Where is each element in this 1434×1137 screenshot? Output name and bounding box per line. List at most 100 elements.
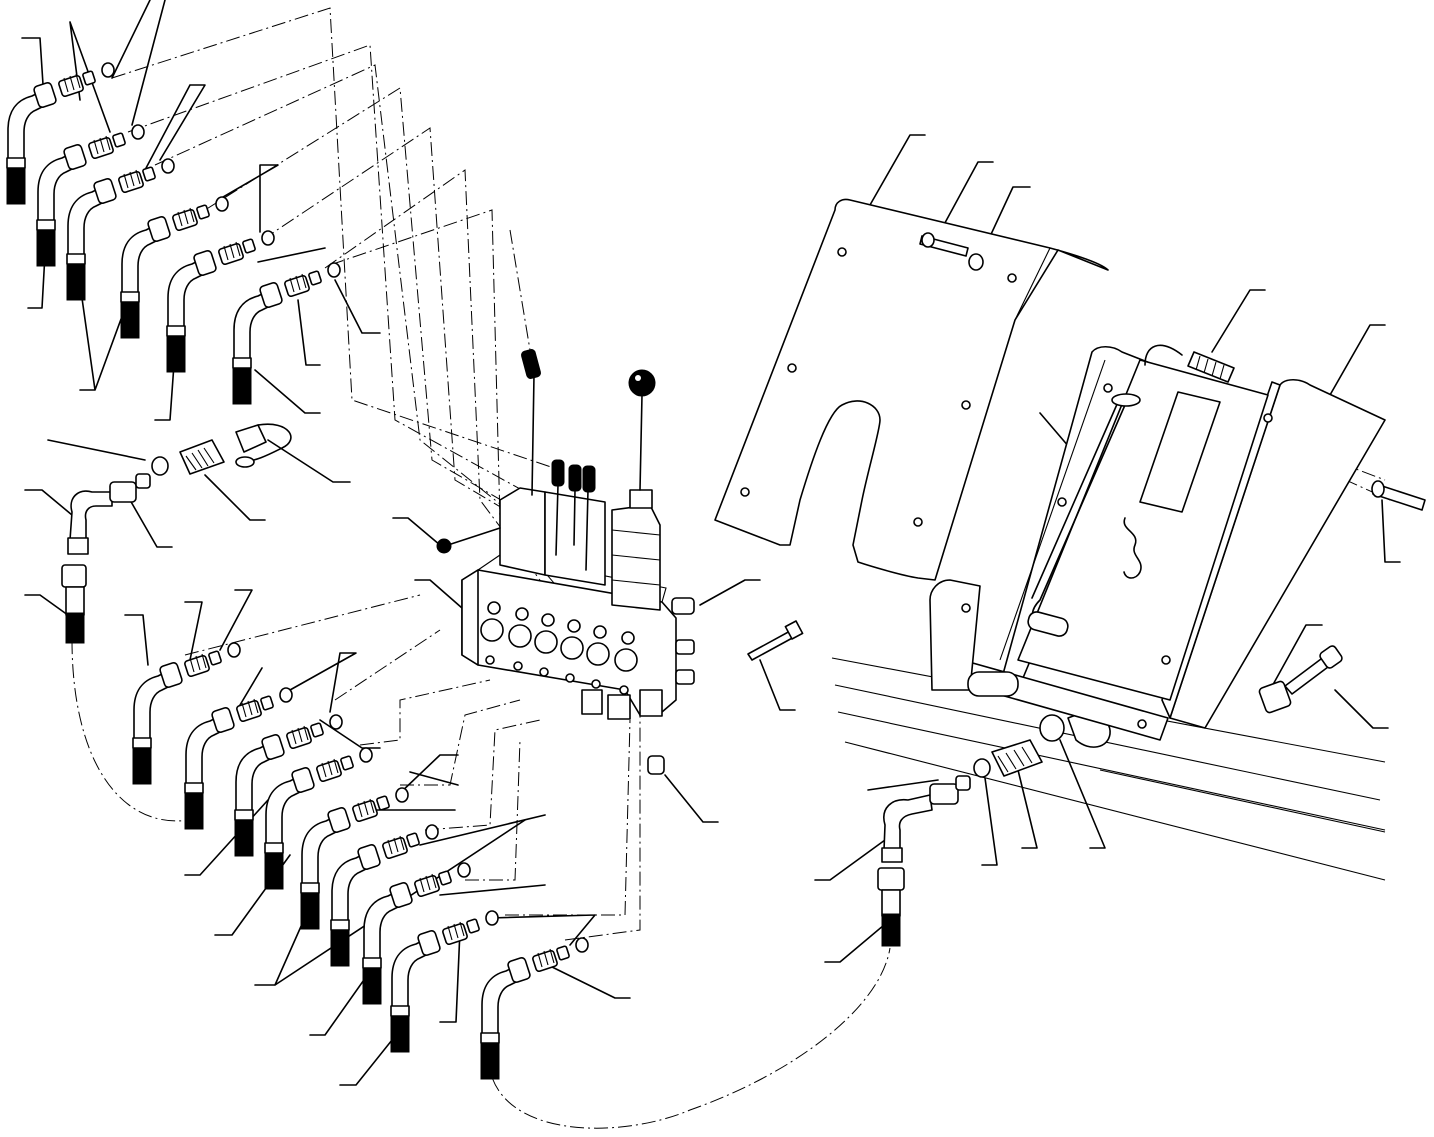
cover-plate [714,198,1109,581]
leader-line [547,964,631,999]
o-ring [359,747,373,763]
valve-section [614,631,638,695]
leader-line [664,774,719,823]
cap-plug [235,456,255,468]
spacer-nut [1258,680,1292,714]
hose-end [234,819,254,857]
hose-ferrule [300,882,320,894]
bolt-head [921,232,935,248]
port-boss [487,601,501,615]
elbow-nut [93,177,117,205]
hose-end [66,263,86,301]
elbow-nut [261,733,285,761]
leader-line [1211,289,1266,353]
elbow-nut [291,766,315,794]
cover-hole [913,517,923,527]
hose-end [232,367,252,405]
cover-hole [787,363,797,373]
routing-line [465,739,521,881]
leader-line [254,369,321,414]
hose-nut [61,564,87,588]
hose-ferrule [881,889,901,917]
floor-line [844,741,1386,881]
lever-shaft [531,374,535,496]
elbow-fitting [69,490,113,541]
routing-line [400,699,521,786]
o-ring [261,230,275,246]
port-boss [534,630,558,654]
leader-line [824,919,891,963]
adapter-tip [438,870,452,886]
valve-section [508,607,532,671]
adapter-threads [419,873,437,893]
elbow-nut [327,806,351,834]
adapter-threads [123,169,141,189]
frame-hole [961,603,971,613]
leader-line [814,839,886,881]
elbow-nut [211,706,235,734]
leader-line [334,279,381,334]
hose-assembly [232,262,341,405]
coupler-knurl [997,746,1033,773]
floor-line [1099,769,1386,833]
hose-end [881,913,901,947]
joystick-collar [629,489,653,509]
knob-highlight [635,375,641,381]
leader-line [111,0,166,126]
return-spring [1123,517,1142,579]
elbow-nut [389,881,413,909]
adapter-tip [376,795,390,811]
o-ring [151,456,169,476]
leader-line [1269,624,1323,691]
port-boss [508,624,532,648]
adapter-threads [93,135,111,155]
adapter-tip [340,755,354,771]
routing-line [184,594,421,656]
hose-end [184,792,204,830]
leader-line [414,579,471,616]
port-boss [560,636,584,660]
port-boss [593,625,607,639]
leader-line [24,489,73,516]
frame-hole [1103,383,1113,393]
hose-assembly [36,124,145,267]
hose-ferrule [390,1005,410,1017]
rod-guide [1111,393,1141,407]
joystick-knob [628,369,656,397]
leader-line [217,164,279,233]
adapter-threads [357,798,375,818]
leader-line [124,614,149,666]
elbow-nut [33,81,57,109]
leader-line [397,754,459,796]
hose-assembly [184,687,293,830]
hose-assembly [166,230,275,373]
leader-line [419,814,546,846]
valve-foot [639,689,663,717]
valve-plug [671,597,695,615]
leader-line [129,499,173,548]
routing-line [154,64,521,521]
hose-assembly [66,158,175,301]
bolt-head [1319,645,1343,669]
leader-line [21,37,45,101]
port-boss [621,631,635,645]
cover-fold [1014,247,1051,321]
hose-assemblies [6,62,589,1080]
cover-hole [1007,273,1017,283]
o-ring [101,62,115,78]
valve-section [480,601,504,665]
hose-ferrule [166,325,186,337]
adapter-threads [289,273,307,293]
routing-line [509,229,531,351]
hose-assembly [330,824,439,967]
cover-hole [740,487,750,497]
leader-line [47,439,146,461]
leader-line [309,959,379,1036]
leader-line [1017,769,1038,849]
routing-line [127,44,541,501]
adapter-tip [196,204,210,220]
frame-side-panel [1169,378,1386,729]
port-hole [565,673,575,683]
o-ring [131,124,145,140]
